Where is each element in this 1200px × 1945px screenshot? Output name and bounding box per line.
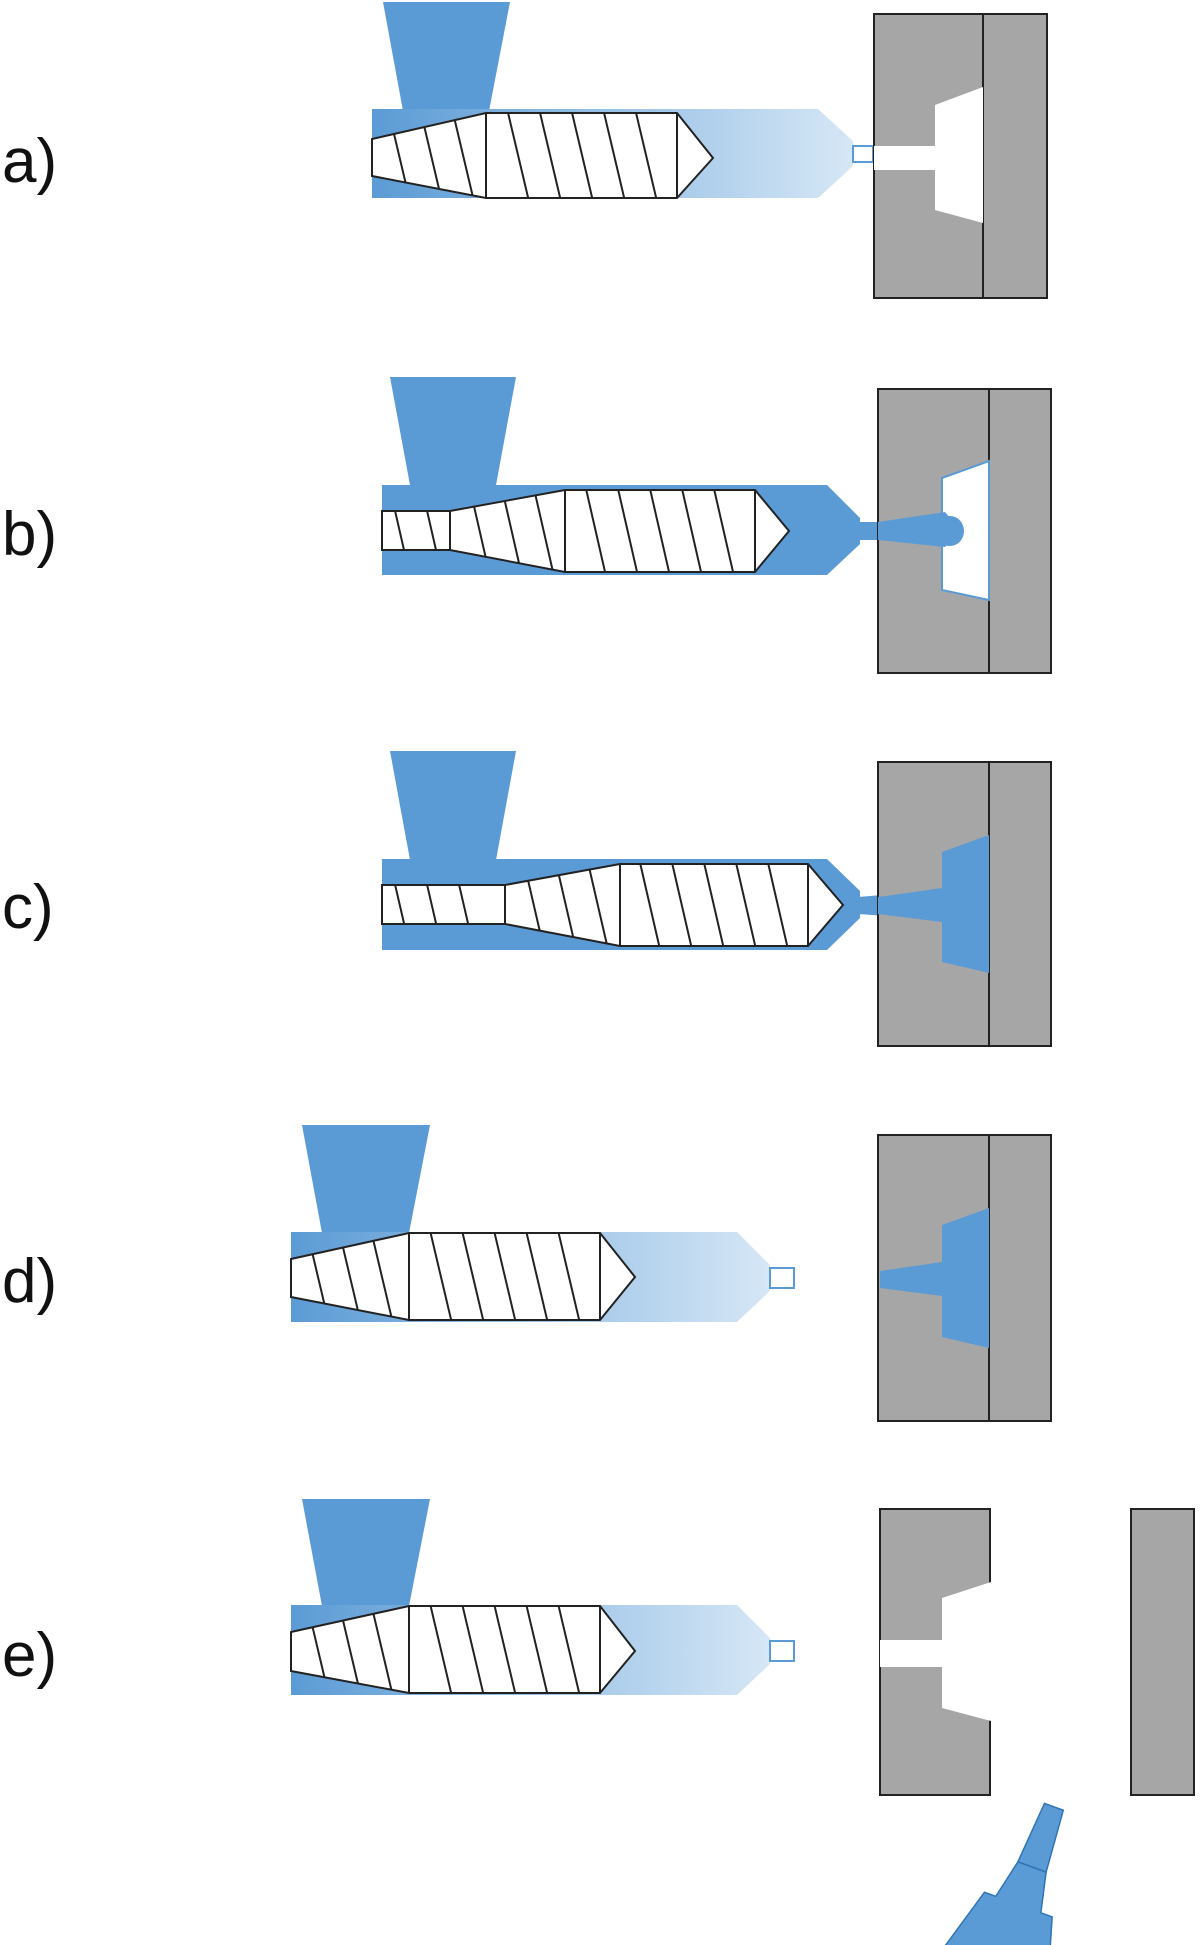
screw [381, 863, 845, 947]
mold-open [879, 1508, 1195, 1796]
ejected-part-body [932, 1860, 1053, 1945]
stage-label-d: d) [2, 1247, 57, 1316]
hopper [383, 2, 510, 111]
stage-e: e) [2, 1499, 1195, 1945]
molded-part [878, 835, 989, 973]
mold-cavity [941, 459, 990, 602]
mold-half-moving [988, 388, 1052, 674]
mold-cavity [880, 1582, 991, 1721]
nozzle [769, 1640, 795, 1662]
mold [877, 761, 1052, 1047]
stage-label-e: e) [2, 1621, 57, 1690]
stage-d: d) [2, 1125, 1052, 1422]
mold [877, 1134, 1052, 1422]
stage-b: b) [2, 377, 1052, 674]
stage-label-c: c) [2, 873, 54, 942]
nozzle [769, 1267, 795, 1289]
mold-half-moving [982, 13, 1048, 299]
hopper [302, 1499, 430, 1606]
hopper [390, 751, 516, 860]
mold-half-moving [988, 761, 1052, 1047]
hopper [390, 377, 516, 485]
mold [877, 388, 1052, 674]
mold-half-moving [1130, 1508, 1195, 1796]
mold-half-moving [988, 1134, 1052, 1422]
mold [873, 13, 1048, 299]
ejected-part-sprue [1016, 1802, 1065, 1874]
hopper [302, 1125, 430, 1233]
stage-label-b: b) [2, 500, 57, 569]
stage-a: a) [2, 2, 1048, 299]
stage-c: c) [2, 751, 1052, 1047]
molded-part [880, 1208, 989, 1348]
stage-label-a: a) [2, 127, 57, 196]
nozzle [852, 145, 874, 163]
melt-front-tip [936, 516, 964, 546]
ejected-part [932, 1802, 1065, 1945]
mold-cavity [874, 87, 983, 223]
melt-front [878, 512, 955, 547]
